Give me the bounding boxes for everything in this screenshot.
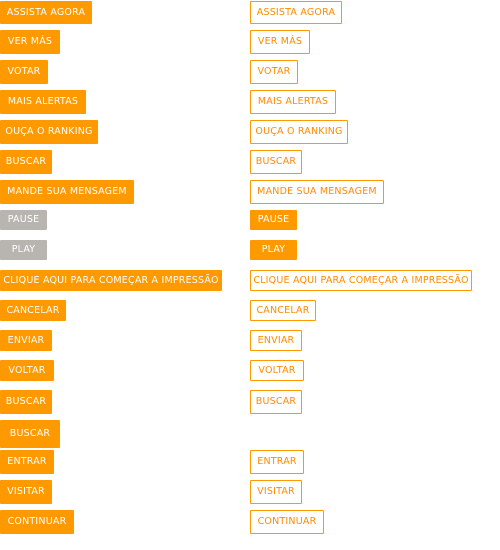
pause-button-active[interactable]: PAUSE [250,210,297,230]
mande-mensagem-button-solid[interactable]: MANDE SUA MENSAGEM [0,180,134,204]
ouca-ranking-button-outline[interactable]: OUÇA O RANKING [250,120,348,144]
enviar-button-solid[interactable]: ENVIAR [0,330,52,351]
cancelar-button-outline[interactable]: CANCELAR [250,300,316,321]
pause-button-disabled[interactable]: PAUSE [0,210,47,230]
voltar-button-outline[interactable]: VOLTAR [250,360,304,381]
mais-alertas-button-outline[interactable]: MAIS ALERTAS [250,90,336,114]
play-button-active[interactable]: PLAY [250,240,297,260]
ouca-ranking-button-solid[interactable]: OUÇA O RANKING [0,120,98,144]
visitar-button-outline[interactable]: VISITAR [250,480,302,504]
voltar-button-solid[interactable]: VOLTAR [0,360,54,381]
buscar-button-outline-large[interactable]: BUSCAR [250,390,302,414]
buscar-button-outline[interactable]: BUSCAR [250,150,302,174]
buscar-button-solid-tall[interactable]: BUSCAR [0,420,60,448]
entrar-button-outline[interactable]: ENTRAR [250,450,304,474]
votar-button-outline[interactable]: VOTAR [250,60,298,84]
cancelar-button-solid[interactable]: CANCELAR [0,300,66,321]
mais-alertas-button-solid[interactable]: MAIS ALERTAS [0,90,86,114]
continuar-button-outline[interactable]: CONTINUAR [250,510,324,534]
visitar-button-solid[interactable]: VISITAR [0,480,52,504]
play-button-disabled[interactable]: PLAY [0,240,47,260]
entrar-button-solid[interactable]: ENTRAR [0,450,54,474]
assista-agora-button-outline[interactable]: ASSISTA AGORA [250,1,342,24]
mande-mensagem-button-outline[interactable]: MANDE SUA MENSAGEM [250,180,384,204]
clique-impressao-button-outline[interactable]: CLIQUE AQUI PARA COMEÇAR A IMPRESSÃO [250,270,472,291]
continuar-button-solid[interactable]: CONTINUAR [0,510,74,534]
enviar-button-outline[interactable]: ENVIAR [250,330,302,351]
clique-impressao-button-solid[interactable]: CLIQUE AQUI PARA COMEÇAR A IMPRESSÃO [0,270,222,291]
buscar-button-solid-large[interactable]: BUSCAR [0,390,52,414]
votar-button-solid[interactable]: VOTAR [0,60,48,84]
buscar-button-solid[interactable]: BUSCAR [0,150,52,174]
ver-mas-button-outline[interactable]: VER MÁS [250,30,310,54]
assista-agora-button-solid[interactable]: ASSISTA AGORA [0,1,92,24]
ver-mas-button-solid[interactable]: VER MÁS [0,30,60,54]
